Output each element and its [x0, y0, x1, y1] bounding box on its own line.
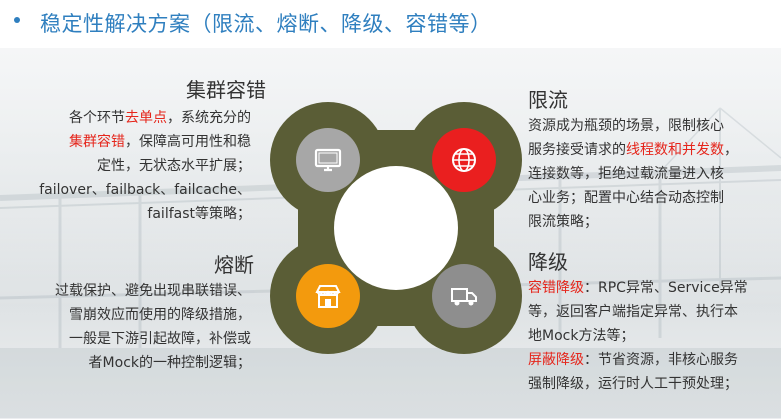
fault-tolerance-title: 集群容错	[186, 78, 266, 102]
dg-line2: 等，返回客户端指定异常、执行本	[528, 304, 738, 320]
ft-line3: 定性，无状态水平扩展；	[97, 158, 251, 174]
page-title: 稳定性解决方案（限流、熔断、降级、容错等）	[40, 12, 492, 36]
rl-line2-c: ，	[724, 142, 738, 158]
cb-line1: 过载保护、避免出现串联错误、	[55, 283, 251, 299]
node-bottom-right	[432, 264, 496, 328]
ft-line1-a: 各个环节	[69, 110, 125, 126]
ft-highlight-cluster: 集群容错	[69, 134, 125, 150]
dg-highlight-fault: 容错降级	[528, 280, 584, 296]
cb-line2: 雪崩效应而使用的降级措施，	[69, 307, 251, 323]
fault-tolerance-text: 各个环节去单点，系统充分的 集群容错，保障高可用性和稳 定性，无状态水平扩展； …	[20, 106, 251, 226]
rl-line5: 限流策略；	[528, 214, 598, 230]
degrade-title: 降级	[528, 250, 568, 274]
ft-line5: failfast等策略；	[147, 206, 251, 222]
dg-line4-b: ：节省资源，非核心服务	[584, 352, 738, 368]
ft-highlight-single-point: 去单点	[125, 110, 167, 126]
dg-highlight-shield: 屏蔽降级	[528, 352, 584, 368]
rl-highlight-threads: 线程数和并发数	[626, 142, 724, 158]
node-top-right	[432, 128, 496, 192]
rl-line4: 心业务；配置中心结合动态控制	[528, 190, 724, 206]
rl-line3: 连接数等，拒绝过载流量进入核	[528, 166, 724, 182]
dg-line5: 强制降级，运行时人工干预处理；	[528, 376, 738, 392]
ft-line4: failover、failback、failcache、	[39, 182, 251, 198]
title-bullet	[14, 17, 20, 23]
rate-limit-title: 限流	[528, 88, 568, 112]
dg-line1-b: ：RPC异常、Service异常	[584, 280, 748, 296]
stability-diagram	[268, 100, 524, 356]
globe-icon	[452, 148, 476, 172]
header-bar: 稳定性解决方案（限流、熔断、降级、容错等）	[0, 0, 781, 48]
ft-line2-b: ，保障高可用性和稳	[125, 134, 251, 150]
ft-line1-c: ，系统充分的	[167, 110, 251, 126]
monitor-icon	[314, 148, 342, 172]
dg-line3: 地Mock方法等；	[528, 328, 635, 344]
rate-limit-text: 资源成为瓶颈的场景，限制核心 服务接受请求的线程数和并发数， 连接数等，拒绝过载…	[528, 114, 773, 234]
store-icon	[315, 285, 341, 308]
truck-icon	[451, 288, 477, 306]
circuit-breaker-title: 熔断	[214, 253, 254, 277]
rl-line1: 资源成为瓶颈的场景，限制核心	[528, 118, 724, 134]
node-top-left	[296, 128, 360, 192]
degrade-text: 容错降级：RPC异常、Service异常 等，返回客户端指定异常、执行本 地Mo…	[528, 276, 778, 396]
node-bottom-left	[296, 264, 360, 328]
cb-line3: 一般是下游引起故障，补偿或	[69, 331, 251, 347]
circuit-breaker-text: 过载保护、避免出现串联错误、 雪崩效应而使用的降级措施， 一般是下游引起故障，补…	[20, 279, 251, 375]
cb-line4: 者Mock的一种控制逻辑；	[88, 355, 251, 371]
rl-line2-a: 服务接受请求的	[528, 142, 626, 158]
